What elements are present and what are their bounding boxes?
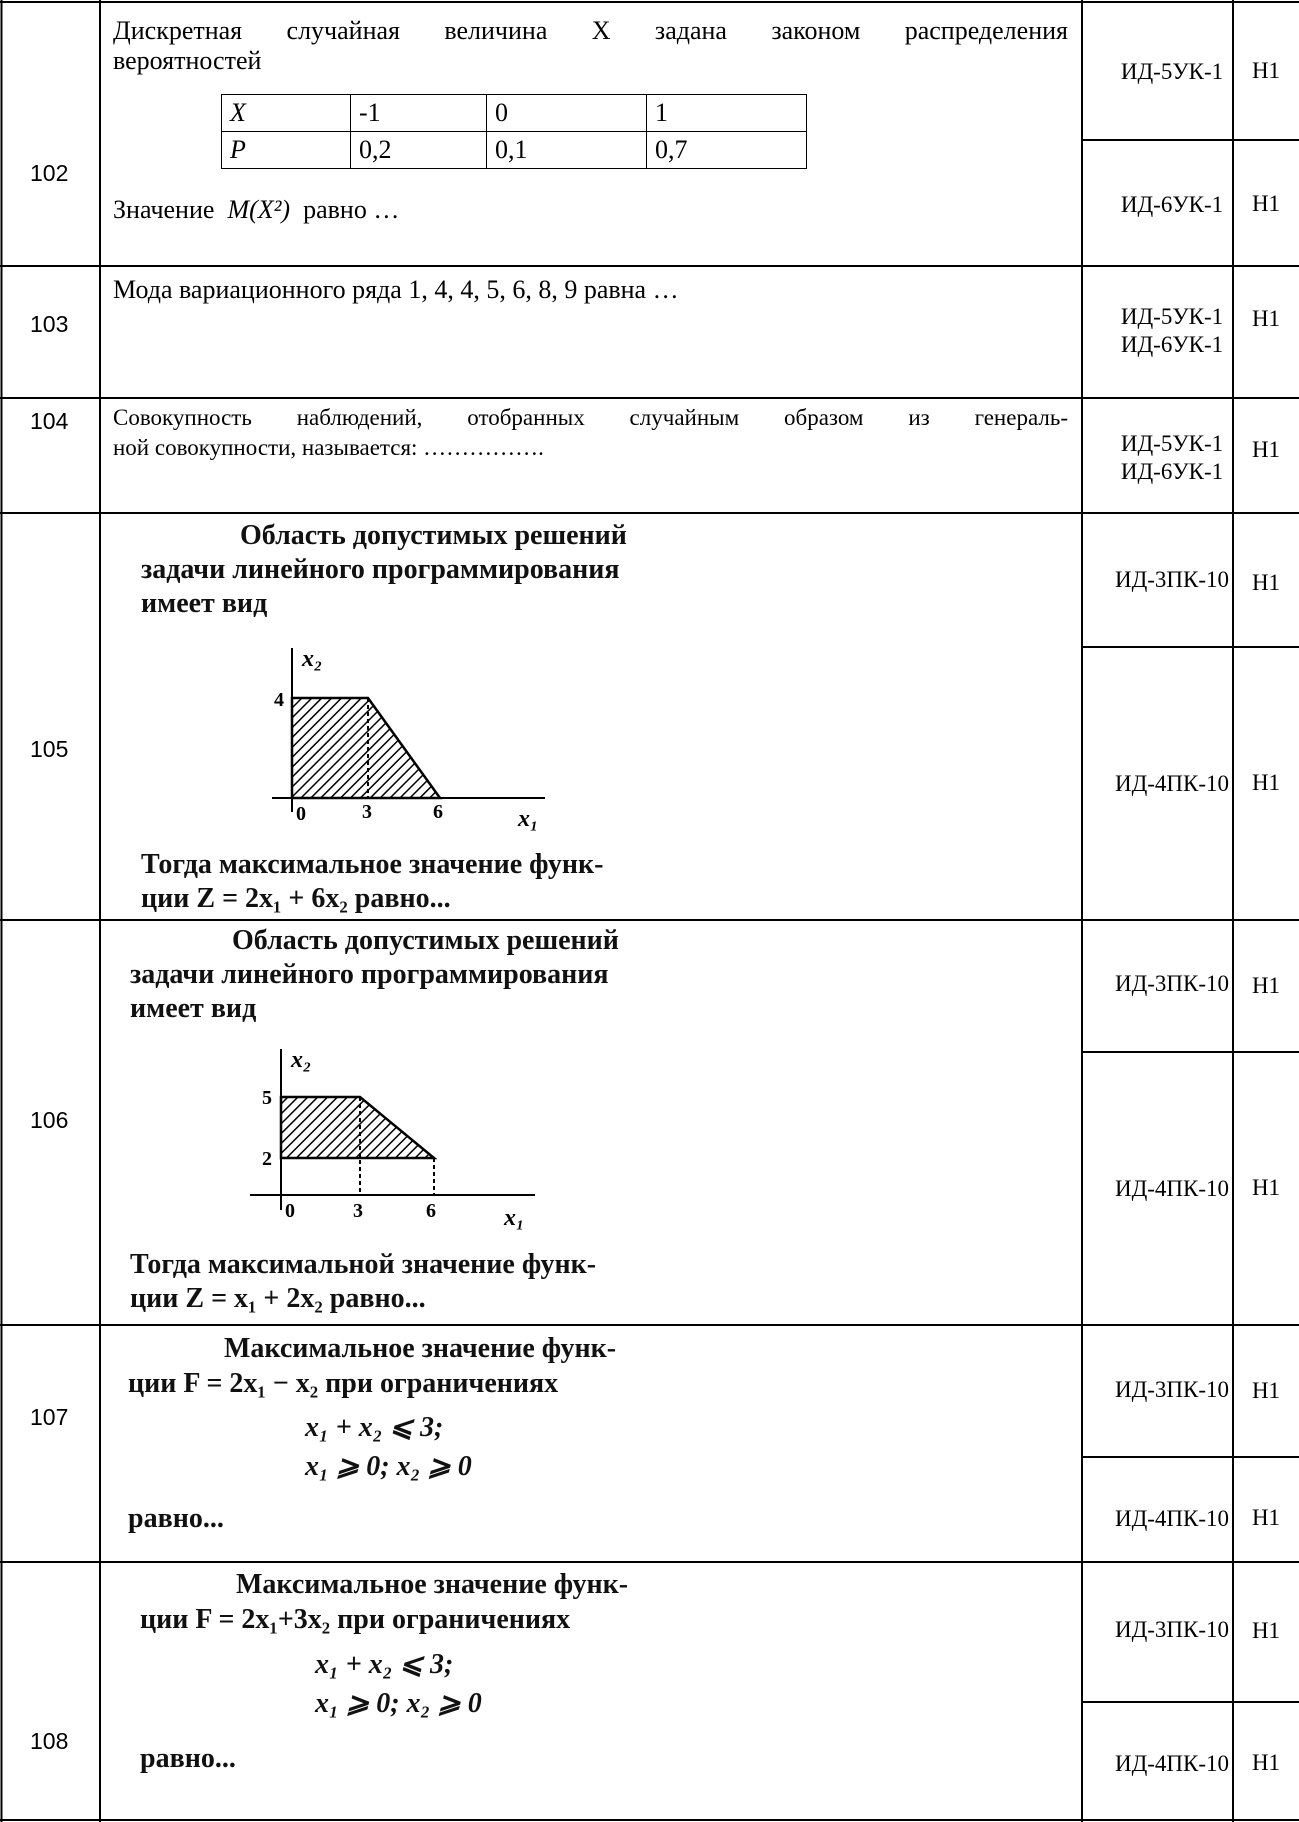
row-number: 107 — [30, 1404, 69, 1430]
table-cell: 0,2 — [350, 131, 487, 169]
constraint-line: x₁ ⩾ 0; x₂ ⩾ 0 — [305, 1451, 472, 1482]
x-tick-label: 6 — [426, 1200, 436, 1222]
y-tick-label: 2 — [262, 1148, 272, 1170]
question-line: задачи линейного программирования — [141, 554, 620, 585]
constraint-line: x₁ + x₂ ⩽ 3; — [315, 1649, 454, 1680]
code-line: ИД-6УК-1 — [1120, 332, 1224, 357]
level-code: Н1 — [1251, 1378, 1281, 1403]
question-line: Область допустимых решений — [232, 925, 619, 956]
distribution-row-x: X -1 0 1 — [221, 94, 807, 132]
competence-code: ИД-3ПК-10 — [1114, 971, 1230, 996]
y-tick-label: 5 — [262, 1087, 272, 1109]
tail-prefix: Значение — [113, 195, 215, 224]
code-line: ИД-5УК-1 — [1120, 431, 1224, 456]
question-line: Максимальное значение функ- — [236, 1569, 629, 1600]
constraint-line: x₁ + x₂ ⩽ 3; — [305, 1412, 444, 1443]
table-cell: P — [221, 131, 351, 169]
question-text: Совокупность наблюдений, отобранных случ… — [113, 403, 1068, 463]
feasible-region-graph: x₂ 5 2 0 3 6 x₁ — [250, 1047, 535, 1231]
distribution-row-p: P 0,2 0,1 0,7 — [221, 131, 807, 169]
question-line: Максимальное значение функ- — [224, 1333, 617, 1364]
competence-code: ИД-3ПК-10 — [1114, 1617, 1230, 1642]
competence-code: ИД-4ПК-10 — [1114, 1176, 1230, 1201]
row-number: 105 — [30, 736, 69, 762]
x-tick-label: 0 — [285, 1200, 295, 1222]
table-cell: -1 — [350, 94, 487, 132]
x-tick-label: 0 — [296, 803, 306, 825]
question-line: ной совокупности, называется: ……………. — [113, 435, 544, 460]
cell-text: P — [230, 135, 246, 164]
table-cell: 1 — [646, 94, 807, 132]
question-line: Тогда максимальное значение функ- — [141, 849, 604, 880]
constraint-line: x₁ ⩾ 0; x₂ ⩾ 0 — [315, 1688, 482, 1719]
distribution-table: X -1 0 1 P 0,2 0,1 0,7 — [221, 94, 807, 169]
level-code: Н1 — [1251, 58, 1281, 83]
level-code: Н1 — [1251, 191, 1281, 216]
competence-code: ИД-4ПК-10 — [1114, 771, 1230, 796]
level-code: Н1 — [1251, 437, 1281, 462]
question-line: Совокупность наблюдений, отобранных случ… — [113, 405, 1068, 430]
row-number: 104 — [30, 408, 69, 434]
question-line: ции F = 2x₁+3x₂ при ограничениях — [140, 1604, 571, 1635]
question-line: задачи линейного программирования — [130, 959, 609, 990]
row-number: 102 — [30, 160, 69, 186]
x-tick-label: 3 — [353, 1200, 363, 1222]
x-axis-label: x₁ — [503, 1205, 524, 1231]
table-cell: X — [221, 94, 351, 132]
feasible-region — [279, 1095, 438, 1160]
feasible-region-graph: x₂ 4 0 3 6 x₁ — [272, 646, 545, 832]
competence-code: ИД-5УК-1 — [1120, 59, 1224, 84]
competence-code: ИД-4ПК-10 — [1114, 1506, 1230, 1531]
competence-code: ИД-6УК-1 — [1120, 192, 1224, 217]
question-line: имеет вид — [141, 588, 268, 619]
row-number: 106 — [30, 1107, 69, 1133]
x-tick-label: 3 — [362, 801, 372, 823]
level-code: Н1 — [1251, 570, 1281, 595]
row-number: 103 — [30, 311, 69, 337]
feasible-region — [290, 696, 443, 800]
level-code: Н1 — [1251, 1618, 1281, 1643]
competence-code: ИД-4ПК-10 — [1114, 1751, 1230, 1776]
competence-code: ИД-3ПК-10 — [1114, 567, 1230, 592]
question-line: имеет вид — [130, 993, 257, 1024]
code-line: ИД-5УК-1 — [1120, 304, 1224, 329]
y-axis-label: x₂ — [301, 646, 322, 672]
question-line: ции Z = x₁ + 2x₂ равно... — [130, 1283, 426, 1314]
question-text: Дискретная случайная величина X задана з… — [113, 16, 1068, 76]
question-line: Область допустимых решений — [240, 520, 627, 551]
question-line: ции Z = 2x₁ + 6x₂ равно... — [141, 883, 451, 914]
question-tail: Значение M(X²) равно … — [113, 195, 399, 225]
question-line: ции F = 2x₁ − x₂ при ограничениях — [128, 1368, 559, 1399]
level-code: Н1 — [1251, 973, 1281, 998]
level-code: Н1 — [1251, 1175, 1281, 1200]
row-number: 108 — [30, 1728, 69, 1754]
competence-code: ИД-5УК-1 ИД-6УК-1 — [1083, 303, 1261, 359]
cell-text: X — [230, 98, 246, 127]
table-cell: 0,7 — [646, 131, 807, 169]
question-text: Мода вариационного ряда 1, 4, 4, 5, 6, 8… — [113, 275, 679, 304]
formula: M(X²) — [227, 195, 291, 224]
level-code: Н1 — [1251, 770, 1281, 795]
y-tick-label: 4 — [274, 689, 284, 711]
code-line: ИД-6УК-1 — [1120, 459, 1224, 484]
table-cell: 0,1 — [486, 131, 647, 169]
table-cell: 0 — [486, 94, 647, 132]
question-line: Тогда максимальной значение функ- — [130, 1249, 597, 1280]
question-line: Дискретная случайная величина X задана з… — [113, 16, 1068, 45]
level-code: Н1 — [1251, 1750, 1281, 1775]
question-line: вероятностей — [113, 46, 262, 75]
level-code: Н1 — [1251, 1505, 1281, 1530]
x-tick-label: 6 — [433, 801, 443, 823]
y-axis-label: x₂ — [290, 1047, 311, 1073]
x-axis-label: x₁ — [517, 806, 538, 832]
question-line: равно... — [140, 1743, 236, 1774]
question-line: равно... — [128, 1503, 224, 1534]
tail-suffix: равно … — [303, 195, 400, 224]
level-code: Н1 — [1251, 306, 1281, 331]
competence-code: ИД-3ПК-10 — [1114, 1377, 1230, 1402]
competence-code: ИД-5УК-1 ИД-6УК-1 — [1083, 430, 1261, 486]
